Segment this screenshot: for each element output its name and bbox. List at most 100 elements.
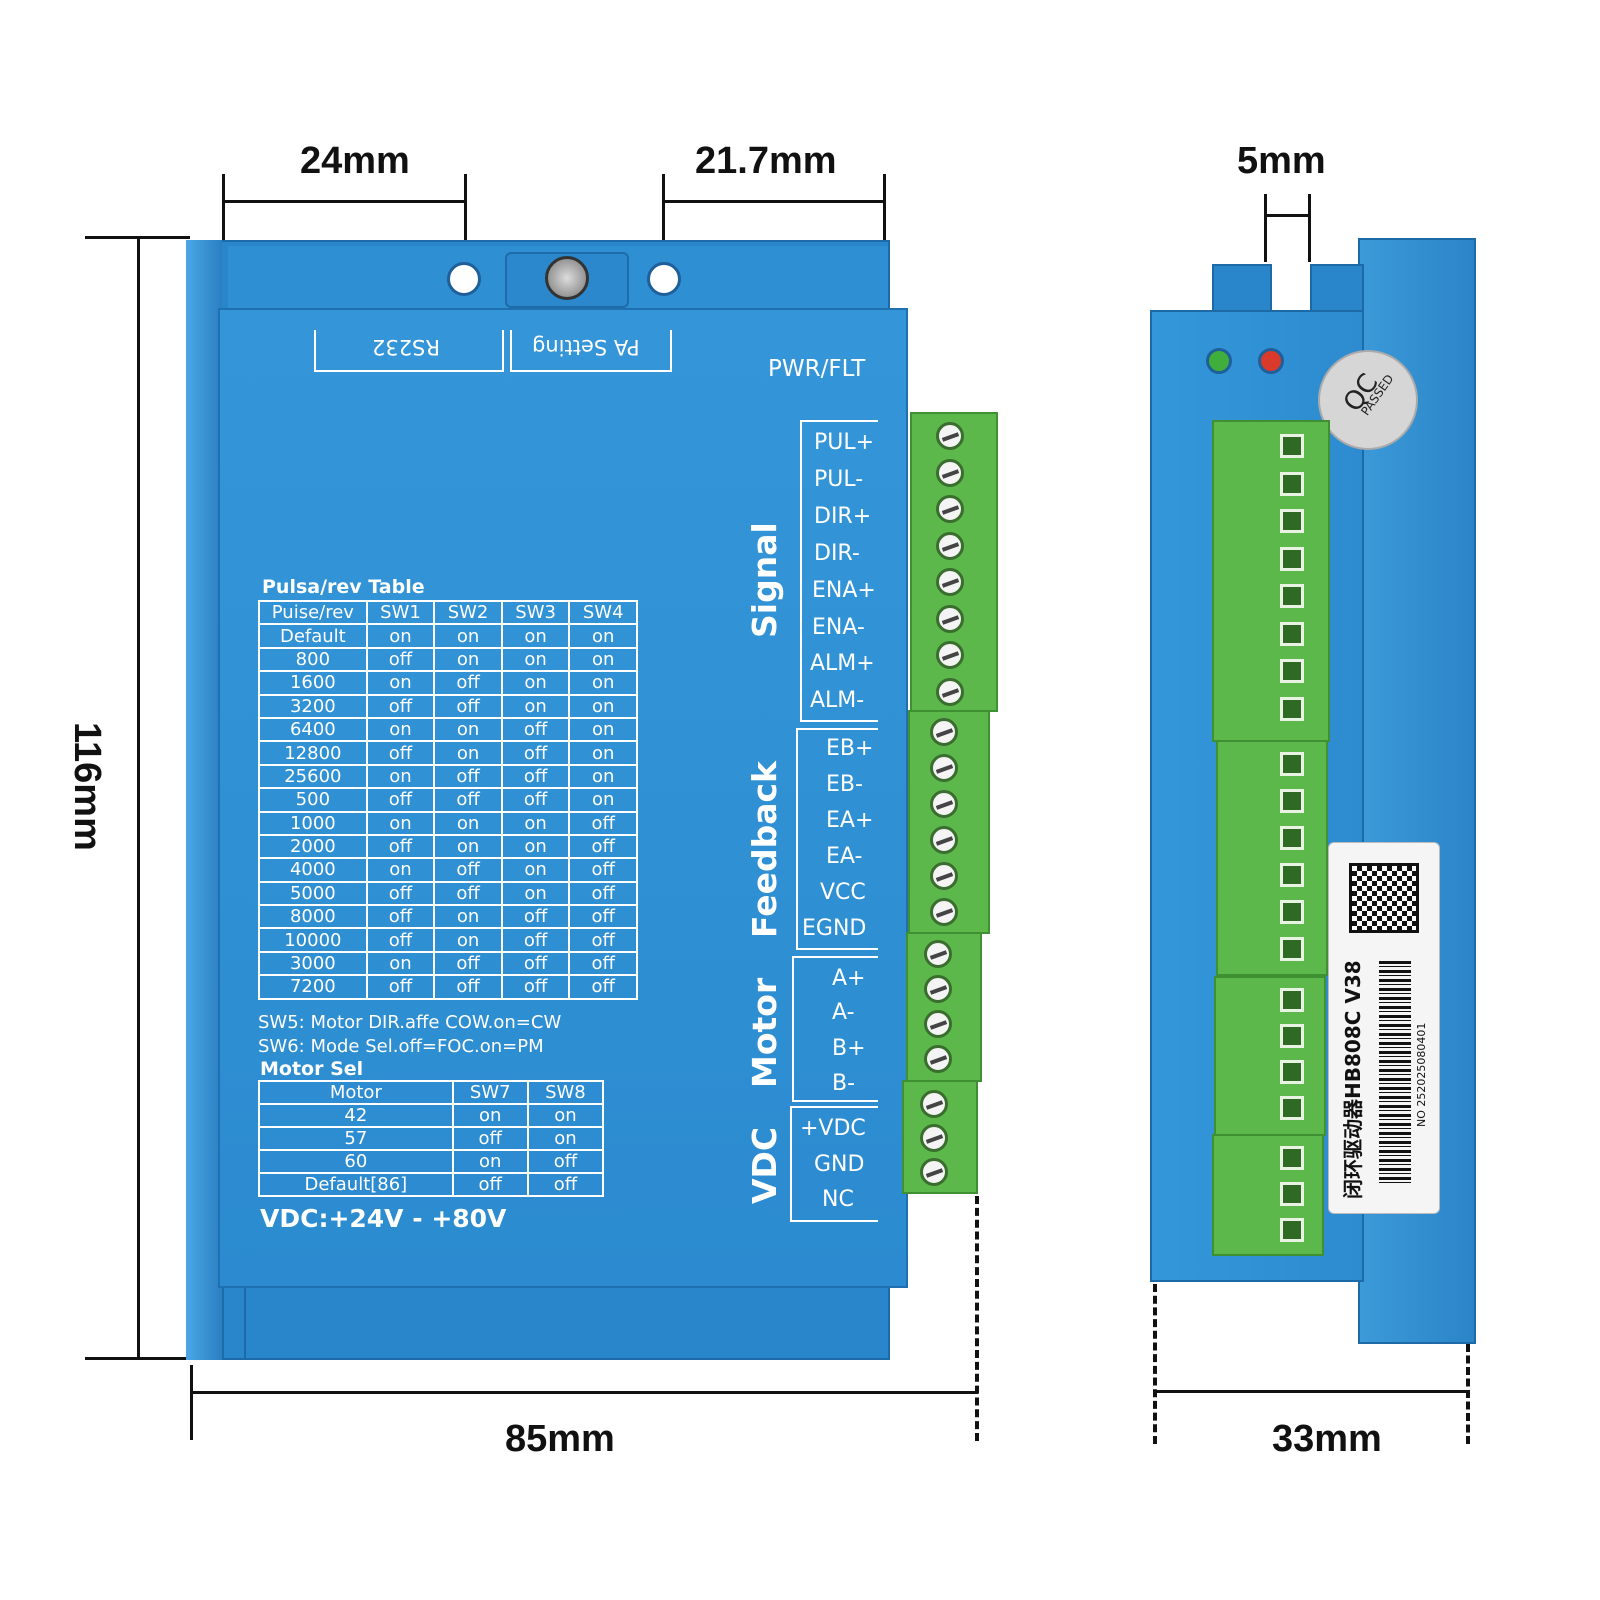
pulse-table-cell: off (568, 904, 638, 930)
terminal-screw-icon[interactable] (936, 604, 964, 633)
group-title-feedback: Feedback (745, 761, 784, 938)
pin-egnd: EGND (802, 916, 867, 941)
pulse-table-cell: on (568, 763, 638, 790)
pulse-table-cell: on (365, 950, 436, 977)
pin-eb-minus: EB- (826, 772, 863, 797)
pa-setting-knob[interactable] (545, 256, 589, 300)
pulse-table-cell: on (568, 670, 638, 696)
pin-pul-plus: PUL+ (814, 430, 875, 455)
side-terminal-signal (1212, 420, 1330, 742)
motor-table-cell: on (451, 1103, 529, 1128)
pin-ena-minus: ENA- (812, 615, 865, 640)
side-terminal-power (1212, 1134, 1324, 1256)
pin-gnd: GND (814, 1152, 865, 1177)
pwr-flt-label: PWR/FLT (768, 356, 866, 382)
terminal-screw-icon[interactable] (936, 641, 964, 669)
pulse-table-cell: off (433, 787, 503, 813)
pulse-table-cell: on (500, 693, 571, 719)
motor-table-title: Motor Sel (260, 1058, 364, 1080)
pulse-table-cell: 1600 (258, 670, 368, 696)
motor-table-cell: on (526, 1126, 605, 1151)
terminal-slot (1280, 546, 1304, 571)
pulse-table-cell: on (500, 670, 571, 696)
pin-vdc-plus: +VDC (800, 1116, 866, 1141)
pulse-table-cell: 12800 (258, 740, 368, 766)
pulse-table-cell: off (500, 927, 571, 953)
pulse-table-header-cell: SW1 (365, 599, 436, 626)
pa-setting-label: PA Setting (532, 335, 640, 359)
terminal-screw-icon[interactable] (924, 1045, 952, 1073)
terminal-slot (1280, 509, 1304, 533)
terminal-screw-icon[interactable] (924, 1010, 952, 1038)
pulse-table-cell: 6400 (258, 716, 368, 743)
pulse-table-cell: on (433, 810, 503, 836)
pulse-table-cell: on (500, 623, 571, 649)
pulse-table-cell: off (433, 950, 503, 977)
pin-b-plus: B+ (832, 1036, 866, 1061)
pulse-table-cell: off (500, 716, 571, 743)
terminal-screw-icon[interactable] (930, 790, 958, 818)
terminal-screw-icon[interactable] (930, 898, 958, 926)
terminal-screw-icon[interactable] (936, 568, 964, 596)
terminal-screw-icon[interactable] (936, 422, 964, 450)
motor-table-header-cell: Motor (258, 1080, 454, 1105)
voltage-rating: VDC:+24V - +80V (260, 1204, 507, 1233)
terminal-screw-icon[interactable] (936, 531, 964, 560)
terminal-screw-icon[interactable] (924, 975, 952, 1003)
pulse-table-cell: 8000 (258, 904, 368, 930)
pulse-table-cell: off (500, 904, 571, 930)
group-title-motor: Motor (745, 977, 784, 1088)
terminal-slot (1280, 1060, 1304, 1084)
terminal-screw-icon[interactable] (936, 495, 964, 523)
terminal-screw-icon[interactable] (930, 718, 958, 746)
pin-b-minus: B- (832, 1071, 856, 1096)
terminal-screw-icon[interactable] (924, 940, 952, 968)
pulse-table-cell: off (433, 974, 503, 1000)
motor-table-cell: 57 (258, 1126, 454, 1151)
pulse-table-cell: on (500, 646, 571, 673)
pulse-table-cell: on (433, 623, 503, 649)
pulse-table-header-cell: SW4 (568, 599, 638, 626)
pulse-table-cell: on (365, 716, 436, 743)
pulse-table-cell: on (568, 693, 638, 719)
label-model-text: 闭环驱动器HB808C V38 (1341, 960, 1365, 1199)
pulse-table-header-cell: SW3 (500, 599, 571, 626)
pulse-table-cell: 10000 (258, 927, 368, 953)
dim-side-gap: 5mm (1237, 140, 1326, 182)
pin-eb-plus: EB+ (826, 736, 874, 761)
terminal-slot (1280, 1024, 1304, 1048)
motor-table-cell: off (451, 1126, 529, 1151)
terminal-slot (1280, 659, 1304, 683)
sw6-note: SW6: Mode Sel.off=FOC.on=PM (258, 1036, 544, 1057)
pulse-table-cell: on (568, 716, 638, 743)
motor-table-cell: off (526, 1172, 605, 1197)
pin-ea-minus: EA- (826, 844, 863, 869)
pulse-table-cell: 1000 (258, 810, 368, 836)
terminal-screw-icon[interactable] (920, 1090, 948, 1118)
motor-table-header-cell: SW7 (451, 1080, 529, 1105)
pulse-table-cell: off (365, 787, 436, 813)
terminal-screw-icon[interactable] (920, 1124, 948, 1152)
terminal-screw-icon[interactable] (930, 754, 958, 782)
terminal-screw-icon[interactable] (930, 862, 958, 890)
terminal-screw-icon[interactable] (936, 677, 964, 706)
motor-table-cell: off (526, 1149, 605, 1174)
terminal-screw-icon[interactable] (930, 826, 958, 854)
dim-height: 116mm (66, 722, 108, 851)
terminal-screw-icon[interactable] (936, 458, 964, 487)
terminal-screw-icon[interactable] (920, 1158, 948, 1186)
